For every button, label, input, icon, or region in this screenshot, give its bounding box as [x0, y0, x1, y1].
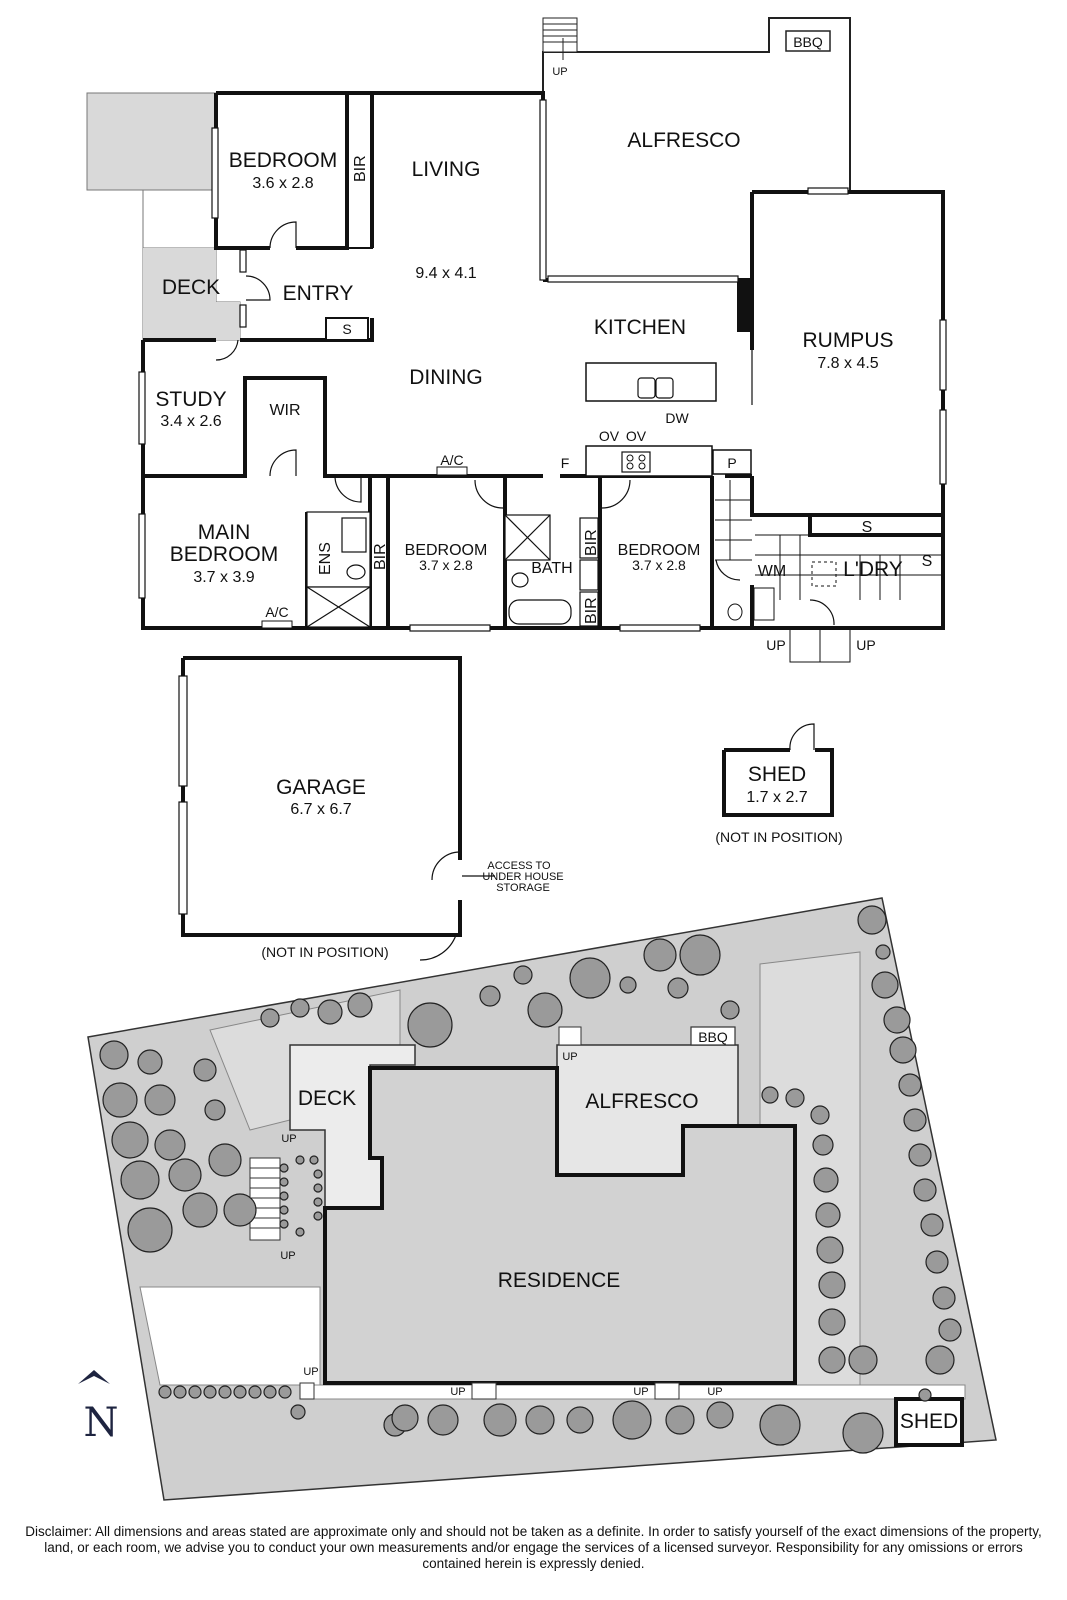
site-deck-stairs	[249, 1157, 281, 1241]
entry-s-label: S	[342, 321, 351, 337]
living-label: LIVING	[412, 158, 481, 181]
alfresco-stairs	[542, 17, 578, 60]
shed-note: (NOT IN POSITION)	[715, 829, 842, 845]
ldry-up2-label: UP	[856, 637, 875, 653]
ldry-s2-label: S	[922, 553, 933, 570]
deck-label: DECK	[162, 276, 220, 299]
site-shed-label: SHED	[900, 1410, 958, 1433]
windows	[138, 99, 947, 632]
bedroom1-label: BEDROOM	[229, 149, 338, 172]
alfresco-outline	[542, 17, 851, 190]
access-note-1: ACCESS TO	[487, 860, 551, 872]
garage-note: (NOT IN POSITION)	[261, 944, 388, 960]
site-residence	[323, 1066, 797, 1385]
shed: SHED 1.7 x 2.7 (NOT IN POSITION)	[715, 723, 843, 845]
ensuite-fixtures	[306, 511, 371, 628]
bedroom2-size: 3.7 x 2.8	[419, 557, 473, 573]
bedroom2-label: BEDROOM	[405, 542, 488, 559]
study-label: STUDY	[155, 388, 226, 411]
ov2-label: OV	[626, 428, 647, 444]
bedroom1-size: 3.6 x 2.8	[252, 175, 313, 192]
floor-plan	[86, 17, 947, 663]
shed-size: 1.7 x 2.7	[746, 789, 807, 806]
laundry-fixtures	[715, 480, 943, 663]
access-note-2: UNDER HOUSE	[482, 871, 563, 883]
ldry-up1-label: UP	[766, 637, 785, 653]
trees	[99, 905, 962, 1454]
bedroom3-label: BEDROOM	[618, 542, 701, 559]
ac-hall-label: A/C	[440, 452, 463, 468]
fridge-block	[737, 282, 751, 332]
site-alfresco-label: ALFRESCO	[585, 1090, 698, 1113]
f-label: F	[561, 455, 570, 471]
bir-bath1-label: BIR	[583, 529, 600, 556]
study-size: 3.4 x 2.6	[160, 413, 221, 430]
ac-main-label: A/C	[265, 604, 288, 620]
alfresco-up-label: UP	[552, 66, 567, 78]
door-swings	[215, 221, 835, 626]
site-steps	[299, 1382, 680, 1400]
rumpus-label: RUMPUS	[802, 329, 893, 352]
ens-label: ENS	[317, 542, 334, 575]
site-up-2: UP	[281, 1133, 296, 1145]
bir-bath2-label: BIR	[583, 597, 600, 624]
north-arrow: N	[78, 1370, 119, 1446]
garage-label: GARAGE	[276, 776, 366, 799]
site-front-yard	[139, 1286, 321, 1386]
ldry-s1-label: S	[862, 519, 873, 536]
site-plan: RESIDENCE ALFRESCO DECK BBQ SHED UP UP U…	[78, 897, 997, 1501]
entry-label: ENTRY	[283, 282, 354, 305]
site-up-4: UP	[303, 1366, 318, 1378]
site-bbq-label: BBQ	[698, 1029, 728, 1045]
alfresco-label: ALFRESCO	[627, 129, 740, 152]
cooktop	[621, 451, 651, 473]
shed-label: SHED	[748, 763, 806, 786]
main-bedroom-line2: BEDROOM	[170, 543, 279, 566]
site-up-5: UP	[450, 1386, 465, 1398]
bir-bedroom1-panel	[346, 92, 373, 249]
deck-area-2	[143, 248, 240, 340]
site-up-7: UP	[707, 1386, 722, 1398]
floor-plan-drawing: BEDROOM 3.6 x 2.8 BIR LIVING 9.4 x 4.1 A…	[78, 17, 997, 1501]
site-residence-label: RESIDENCE	[498, 1269, 621, 1292]
ov1-label: OV	[599, 428, 620, 444]
bir1-label: BIR	[352, 155, 369, 182]
dining-label: DINING	[409, 366, 483, 389]
dw-label: DW	[665, 410, 689, 426]
ldry-label: L'DRY	[843, 558, 903, 581]
rumpus-size: 7.8 x 4.5	[817, 355, 878, 372]
sink	[637, 377, 656, 399]
site-up-3: UP	[280, 1250, 295, 1262]
main-bedroom-size: 3.7 x 3.9	[193, 569, 254, 586]
site-up-1: UP	[562, 1051, 577, 1063]
garage-size: 6.7 x 6.7	[290, 801, 351, 818]
p-label: P	[727, 455, 736, 471]
access-note-3: STORAGE	[496, 882, 550, 894]
sink-2	[655, 377, 674, 399]
garage: GARAGE 6.7 x 6.7 (NOT IN POSITION) ACCES…	[178, 656, 564, 961]
site-up-6: UP	[633, 1386, 648, 1398]
kitchen-label: KITCHEN	[594, 316, 686, 339]
bbq-box	[785, 30, 831, 52]
wm-label: WM	[758, 563, 786, 580]
bedroom3-size: 3.7 x 2.8	[632, 557, 686, 573]
bath-fixtures	[504, 514, 599, 627]
floor-plan-labels: BEDROOM 3.6 x 2.8 BIR LIVING 9.4 x 4.1 A…	[155, 34, 932, 653]
bath-label: BATH	[531, 560, 572, 577]
site-alfresco-stairs	[558, 1026, 582, 1046]
living-size: 9.4 x 4.1	[415, 265, 476, 282]
bir-main-label: BIR	[372, 543, 389, 570]
disclaimer-text: Disclaimer: All dimensions and areas sta…	[25, 1524, 1042, 1571]
bbq-label: BBQ	[793, 34, 823, 50]
north-label: N	[84, 1400, 119, 1446]
wir-label: WIR	[269, 402, 300, 419]
main-bedroom-line1: MAIN	[198, 521, 251, 544]
site-bbq-box	[690, 1026, 736, 1046]
site-deck-label: DECK	[298, 1087, 356, 1110]
entry-storage-box	[325, 317, 369, 341]
